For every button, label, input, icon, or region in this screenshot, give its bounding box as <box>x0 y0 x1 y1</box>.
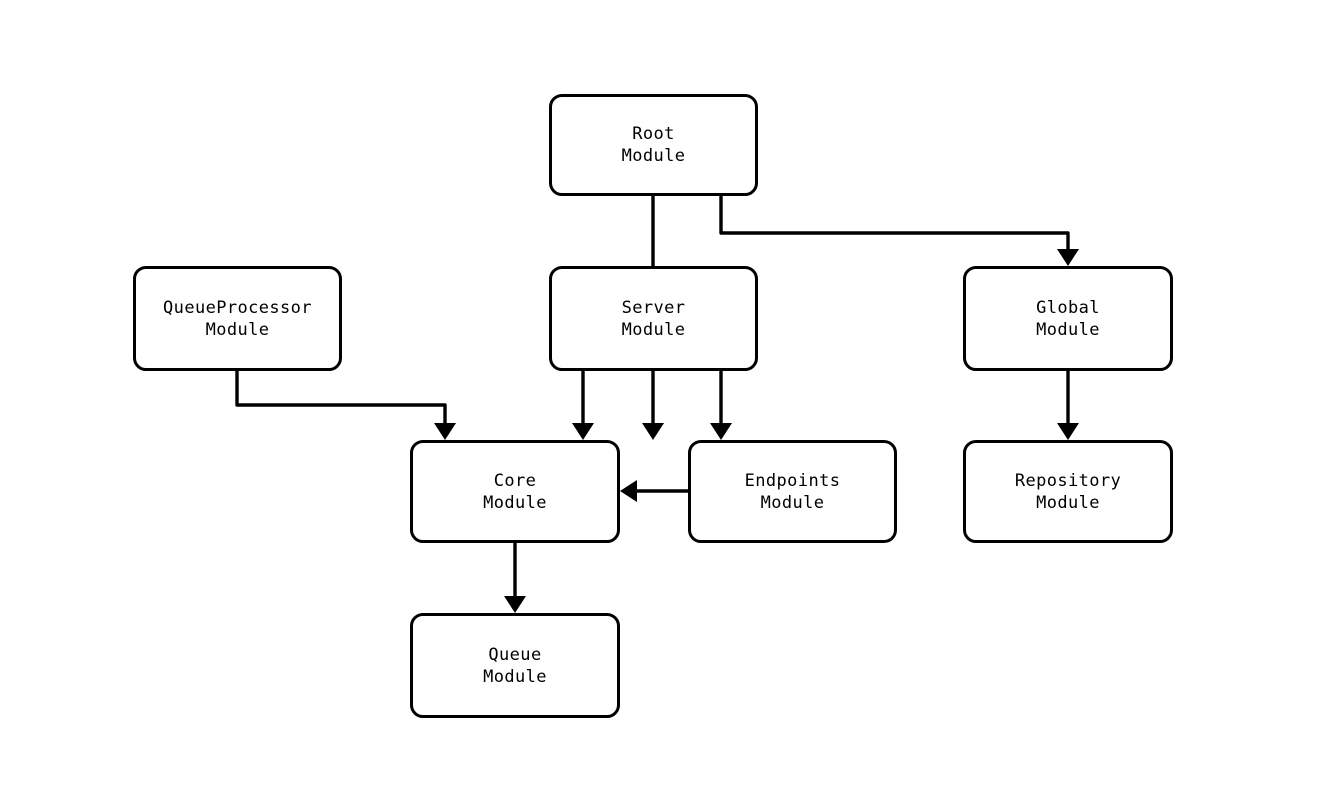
edge-root-to-global <box>719 196 1070 258</box>
node-global-label-line2: Module <box>1036 319 1100 340</box>
arrowhead-endpoints-to-core <box>620 480 637 502</box>
arrowhead-root-to-server <box>642 423 664 440</box>
node-global[interactable]: Global Module <box>963 266 1173 371</box>
node-repository-label-line2: Module <box>1036 492 1100 513</box>
node-queue-label-line2: Module <box>483 666 547 687</box>
node-core-label-line1: Core <box>493 470 537 491</box>
arrowhead-global-to-repository <box>1057 423 1079 440</box>
node-endpoints-label-line2: Module <box>760 492 825 513</box>
node-endpoints-label-line1: Endpoints <box>744 470 841 491</box>
arrowhead-core-to-queue <box>504 596 526 613</box>
node-repository[interactable]: Repository Module <box>963 440 1173 543</box>
node-core-label-line2: Module <box>483 492 547 513</box>
edge-arrowheads <box>434 249 1079 613</box>
arrowhead-queueprocessor-to-core <box>434 423 456 440</box>
node-queueprocessor-label-line1: QueueProcessor <box>163 297 312 318</box>
arrowhead-server-to-endpoints <box>710 423 732 440</box>
node-core[interactable]: Core Module <box>410 440 620 543</box>
node-queueprocessor-label-line2: Module <box>205 319 270 340</box>
node-endpoints[interactable]: Endpoints Module <box>688 440 897 543</box>
node-global-label-line1: Global <box>1036 297 1100 318</box>
arrowhead-root-to-global <box>1057 249 1079 266</box>
node-repository-label-line1: Repository <box>1014 470 1122 491</box>
node-root[interactable]: Root Module <box>549 94 758 196</box>
node-server-label-line2: Module <box>621 319 686 340</box>
node-root-label-line2: Module <box>621 146 686 166</box>
edge-queueprocessor-to-core <box>235 371 447 432</box>
node-server[interactable]: Server Module <box>549 266 758 371</box>
node-server-label-line1: Server <box>621 297 686 318</box>
arrowhead-server-to-core <box>572 423 594 440</box>
node-queueprocessor[interactable]: QueueProcessor Module <box>133 266 342 371</box>
edge-paths <box>235 196 1070 605</box>
node-queue[interactable]: Queue Module <box>410 613 620 718</box>
node-queue-label-line1: Queue <box>488 644 542 665</box>
node-root-label-line1: Root <box>632 124 675 144</box>
